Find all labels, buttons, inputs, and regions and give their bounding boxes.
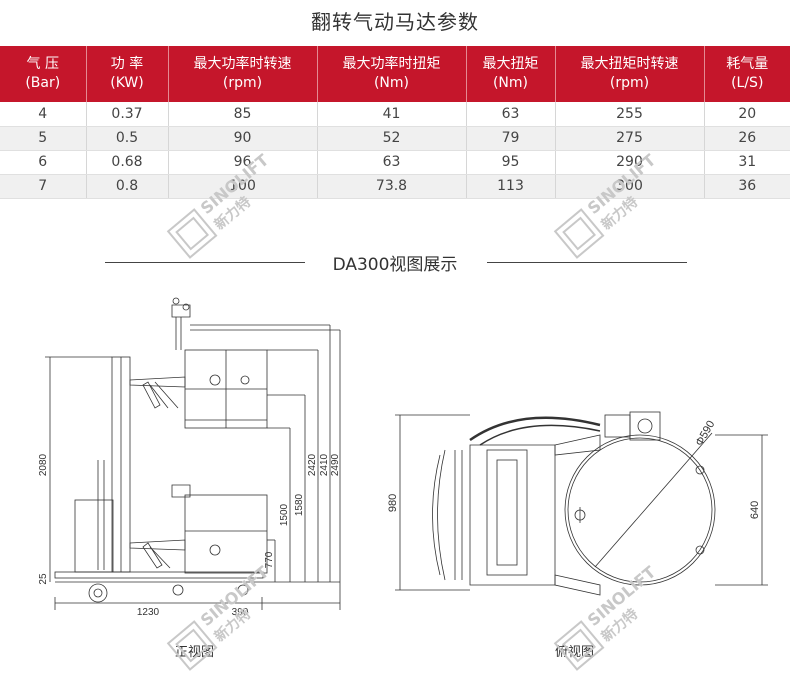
dim-2420: 2420 xyxy=(307,453,318,476)
table-cell: 290 xyxy=(555,150,705,175)
technical-drawing: 2080 25 1230 390 770 1500 1580 2420 2410… xyxy=(38,297,768,618)
table-cell: 300 xyxy=(555,174,705,199)
table-cell: 79 xyxy=(466,126,556,151)
dim-2410: 2410 xyxy=(319,453,330,476)
dim-2490: 2490 xyxy=(330,453,341,476)
dim-1230: 1230 xyxy=(137,607,160,618)
dim-590: Φ590 xyxy=(693,419,717,449)
page-title: 翻转气动马达参数 xyxy=(311,10,479,34)
top-carriage xyxy=(469,444,556,586)
table-cell: 7 xyxy=(0,174,87,199)
dim-980: 980 xyxy=(387,494,399,512)
svg-text:新力特: 新力特 xyxy=(598,193,641,233)
table-cell: 4 xyxy=(0,102,87,127)
table-cell: 275 xyxy=(555,126,705,151)
table-cell: 96 xyxy=(168,150,318,175)
table-cell: 52 xyxy=(317,126,467,151)
table-cell: 90 xyxy=(168,126,318,151)
motor-params-table: 气 压(Bar) 功 率(KW) 最大功率时转速(rpm) 最大功率时扭矩(Nm… xyxy=(0,46,790,199)
table-cell: 85 xyxy=(168,102,318,127)
top-view-drawing xyxy=(395,411,768,596)
table-cell: 41 xyxy=(317,102,467,127)
table-cell: 6 xyxy=(0,150,87,175)
header-max-torque: 最大扭矩(Nm) xyxy=(466,46,556,102)
table-cell: 0.37 xyxy=(86,102,169,127)
top-view-caption: 俯视图 xyxy=(555,645,595,660)
table-cell: 100 xyxy=(168,174,318,199)
table-cell: 5 xyxy=(0,126,87,151)
header-torque-max-power: 最大功率时扭矩(Nm) xyxy=(317,46,467,102)
table-cell: 26 xyxy=(704,126,790,151)
table-header-row: 气 压(Bar) 功 率(KW) 最大功率时转速(rpm) 最大功率时扭矩(Nm… xyxy=(0,46,790,102)
dim-1500: 1500 xyxy=(279,503,290,526)
front-view-caption: 正视图 xyxy=(175,645,215,660)
svg-text:新力特: 新力特 xyxy=(211,193,254,233)
table-cell: 20 xyxy=(704,102,790,127)
header-air-consumption: 耗气量(L/S) xyxy=(704,46,790,102)
dim-25: 25 xyxy=(38,573,49,585)
table-cell: 255 xyxy=(555,102,705,127)
header-pressure: 气 压(Bar) xyxy=(0,46,87,102)
table-cell: 0.5 xyxy=(86,126,169,151)
dim-390: 390 xyxy=(232,607,249,618)
section-divider-left xyxy=(105,262,305,263)
table-cell: 63 xyxy=(466,102,556,127)
header-speed-max-torque: 最大扭矩时转速(rpm) xyxy=(555,46,705,102)
section-divider-right xyxy=(487,262,687,263)
header-speed-max-power: 最大功率时转速(rpm) xyxy=(168,46,318,102)
table-cell: 31 xyxy=(704,150,790,175)
table-cell: 36 xyxy=(704,174,790,199)
table-cell: 95 xyxy=(466,150,556,175)
dim-640: 640 xyxy=(749,501,761,519)
dim-770: 770 xyxy=(264,551,275,568)
header-power: 功 率(KW) xyxy=(86,46,169,102)
dim-1580: 1580 xyxy=(294,493,305,516)
table-cell: 0.8 xyxy=(86,174,169,199)
section-title: DA300视图展示 xyxy=(332,255,458,275)
table-cell: 73.8 xyxy=(317,174,467,199)
table-cell: 0.68 xyxy=(86,150,169,175)
dim-2080: 2080 xyxy=(38,453,49,476)
front-base xyxy=(54,571,264,579)
front-drum-lower xyxy=(184,494,268,574)
table-cell: 113 xyxy=(466,174,556,199)
table-cell: 63 xyxy=(317,150,467,175)
top-drum-circle xyxy=(564,434,716,586)
front-view-drawing xyxy=(45,297,341,610)
